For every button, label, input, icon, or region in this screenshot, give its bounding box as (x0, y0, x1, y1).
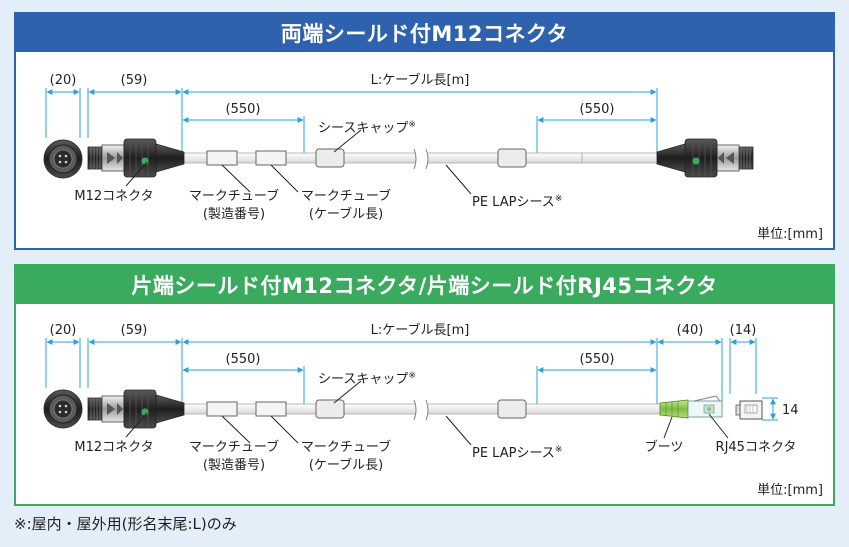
mark-tube-1-label: マークチューブ (189, 439, 279, 455)
boot (659, 399, 689, 419)
extension-lines (45, 338, 778, 421)
mark-tube-2-sublabel: (ケーブル長) (309, 457, 383, 473)
dim-20-label: (20) (50, 323, 77, 338)
dim-20-label: (20) (50, 73, 77, 88)
cable-body-right (581, 152, 660, 164)
mark-tube-2-sublabel: (ケーブル長) (309, 206, 383, 222)
boot-label: ブーツ (645, 439, 684, 455)
m12-connector-label: M12コネクタ (74, 440, 153, 455)
m12-connector-label: M12コネクタ (74, 189, 153, 204)
dim-550-right-label: (550) (580, 352, 615, 367)
dim-550-right-label: (550) (580, 102, 615, 117)
dim-cable-length-label: L:ケーブル長[m] (371, 72, 470, 88)
m12-face-icon (43, 139, 83, 179)
panel-title: 両端シールド付M12コネクタ (16, 14, 833, 52)
unit-label: 単位:[mm] (757, 483, 823, 498)
mark-tube-1-sublabel: (製造番号) (203, 458, 265, 473)
dimension-lines (46, 89, 657, 123)
dim-550-left-label: (550) (226, 102, 261, 117)
mark-tube-serial (206, 150, 238, 166)
dim-14-vertical-label: 14 (782, 403, 799, 418)
m12-connector-left (87, 389, 185, 429)
dim-14-label: (14) (730, 323, 757, 338)
panel-dual-m12: 両端シールド付M12コネクタ (20) (59) L:ケーブル長[m] (550… (14, 12, 835, 250)
m12-connector-left (87, 138, 185, 178)
mark-tube-2-label: マークチューブ (301, 188, 391, 204)
sheath-cap-label: シースキャップ※ (318, 371, 416, 387)
unit-label: 単位:[mm] (757, 227, 823, 242)
m12-connector-right (656, 138, 754, 178)
leader-lines (125, 129, 472, 195)
rj45-connector-side (687, 395, 723, 418)
mark-tube-1-label: マークチューブ (189, 188, 279, 204)
cable-diagram: (20) (59) L:ケーブル長[m] (550) (550) (43, 72, 754, 222)
panel-m12-rj45: 片端シールド付M12コネクタ/片端シールド付RJ45コネクタ (14, 264, 835, 506)
dimension-lines (46, 339, 776, 420)
footnote: ※:屋内・屋外用(形名末尾:L)のみ (14, 515, 237, 533)
mark-tube-length (255, 401, 287, 417)
mark-tube-length (255, 150, 287, 166)
extension-lines (45, 88, 658, 160)
mark-tube-2-label: マークチューブ (301, 439, 391, 455)
dim-550-left-label: (550) (226, 352, 261, 367)
dim-40-label: (40) (677, 323, 704, 338)
pe-lap-sheath-label: PE LAPシース※ (472, 445, 562, 461)
rj45-connector-front (735, 400, 763, 420)
mark-tube-serial (206, 401, 238, 417)
dim-59-label: (59) (121, 73, 148, 88)
m12-face-icon (43, 389, 83, 429)
sheath-cap-right (497, 148, 527, 168)
dim-cable-length-label: L:ケーブル長[m] (371, 322, 470, 338)
cable-break-mark (413, 148, 429, 170)
sheath-cap-left (315, 399, 345, 419)
rj45-connector-label: RJ45コネクタ (716, 440, 797, 455)
pe-lap-sheath-label: PE LAPシース※ (472, 194, 562, 210)
panel-title-text: 片端シールド付M12コネクタ/片端シールド付RJ45コネクタ (131, 274, 718, 298)
leader-lines (125, 380, 729, 446)
sheath-cap-left (315, 148, 345, 168)
cable-diagram: (20) (59) L:ケーブル長[m] (550) (550) (40) (1… (43, 322, 799, 473)
cable-break (416, 148, 428, 168)
dim-59-label: (59) (121, 323, 148, 338)
mark-tube-1-sublabel: (製造番号) (203, 207, 265, 222)
panel-title-text: 両端シールド付M12コネクタ (280, 22, 569, 46)
sheath-cap-label: シースキャップ※ (318, 120, 416, 136)
cable-break-mark (413, 399, 429, 421)
sheath-cap-right (497, 399, 527, 419)
panel-title: 片端シールド付M12コネクタ/片端シールド付RJ45コネクタ (16, 266, 833, 304)
cable-break (416, 399, 428, 419)
